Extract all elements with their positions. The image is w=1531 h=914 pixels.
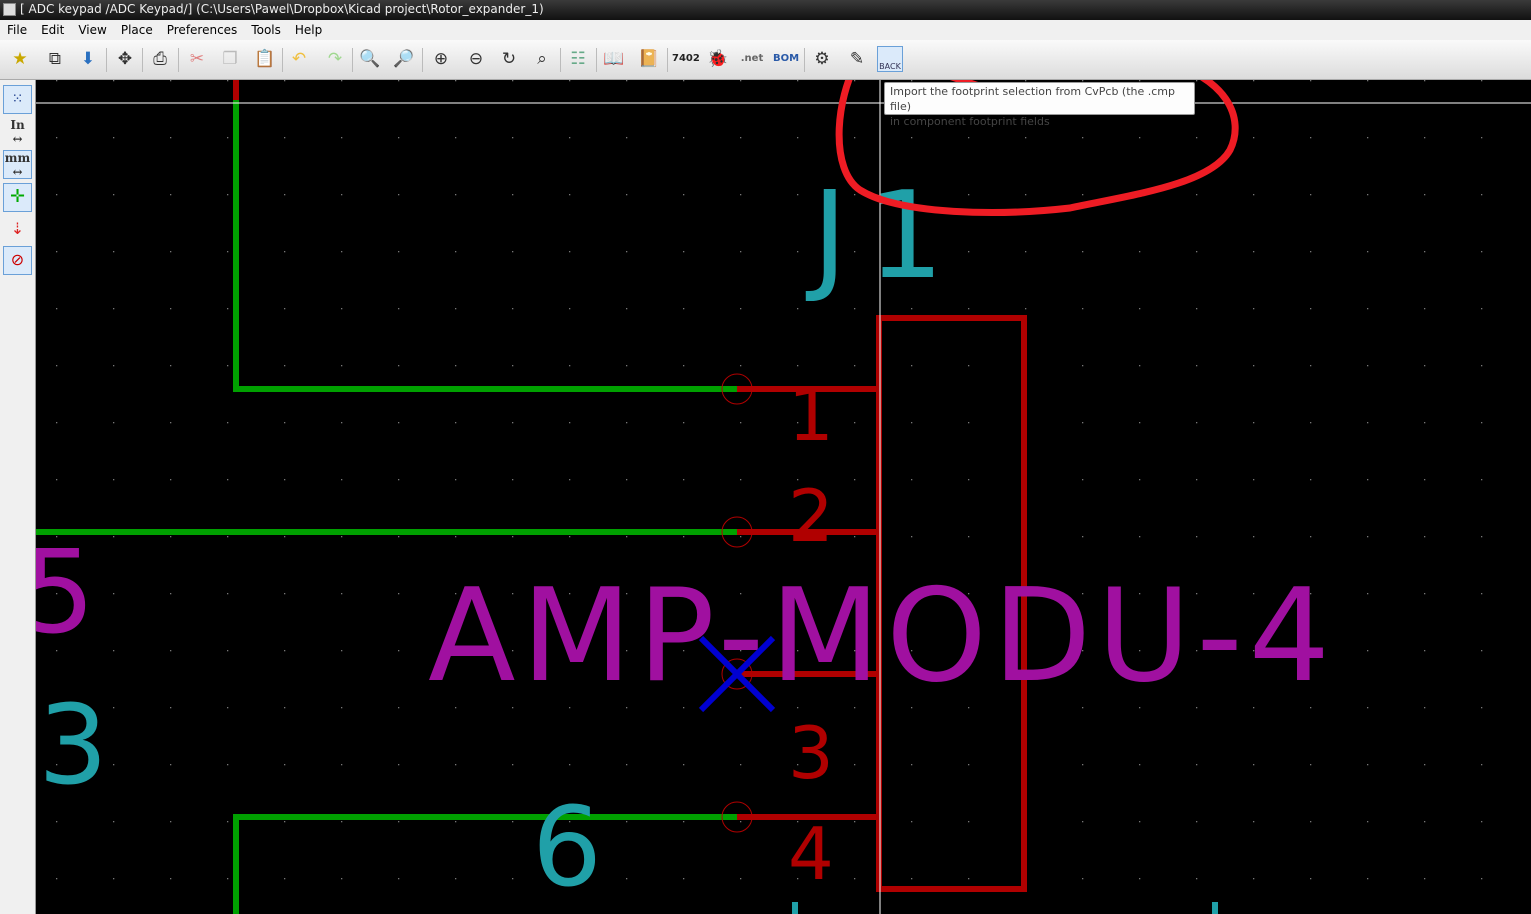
annotate-button[interactable]: 7402 <box>672 46 700 72</box>
schematic-canvas[interactable]: 1 2 3 4 J1 AMP-MODU-4 5 3 6 <box>36 80 1531 914</box>
window-title: [ ADC keypad /ADC Keypad/] (C:\Users\Paw… <box>20 2 544 16</box>
library-editor-icon[interactable]: 📖 <box>603 49 625 69</box>
no-connect-flag[interactable] <box>698 635 776 713</box>
find-icon[interactable]: 🔍 <box>359 49 381 69</box>
title-bar: [ ADC keypad /ADC Keypad/] (C:\Users\Paw… <box>0 0 1531 20</box>
pin-number: 2 <box>788 474 834 558</box>
hidden-pins-icon[interactable]: ⇣ <box>10 219 25 238</box>
cursor-shape-icon[interactable]: ✛ <box>3 183 32 212</box>
annotate-label: 7402 <box>672 53 700 64</box>
wire[interactable] <box>233 100 737 392</box>
tooltip-line: in component footprint fields <box>890 115 1050 128</box>
tooltip: Import the footprint selection from CvPc… <box>884 82 1195 128</box>
undo-icon[interactable]: ↶ <box>291 49 307 69</box>
menu-help[interactable]: Help <box>294 23 323 37</box>
open-schematic-icon[interactable]: ⧉ <box>48 49 62 69</box>
redo-icon[interactable]: ↷ <box>327 49 343 69</box>
offscreen-reference-fragment: 3 <box>38 681 108 809</box>
pins <box>737 386 878 820</box>
units-inch-button[interactable]: In↔ <box>10 118 25 146</box>
print-icon[interactable]: ⎙ <box>153 49 167 69</box>
units-mm-button[interactable]: mm↔ <box>3 150 32 179</box>
annotation-circle-arrow <box>835 80 1239 216</box>
erc-icon[interactable]: 🐞 <box>707 49 729 69</box>
bus-wire-angle-icon[interactable]: ⊘ <box>3 246 32 275</box>
redraw-icon[interactable]: ↻ <box>501 49 517 69</box>
new-schematic-icon[interactable]: ★ <box>12 49 28 69</box>
find-replace-icon[interactable]: 🔎 <box>393 49 415 69</box>
wires <box>36 100 737 914</box>
bom-label: BOM <box>773 53 800 64</box>
zoom-fit-icon[interactable]: ⌕ <box>537 49 547 69</box>
netlist-button[interactable]: .net <box>739 46 765 72</box>
app-icon <box>3 3 16 16</box>
cut-icon[interactable]: ✂ <box>189 49 205 69</box>
netlist-label: .net <box>740 53 764 64</box>
menu-view[interactable]: View <box>78 23 107 37</box>
tooltip-line: Import the footprint selection from CvPc… <box>890 85 1176 113</box>
menu-preferences[interactable]: Preferences <box>166 23 238 37</box>
component-body[interactable] <box>876 315 1027 892</box>
offscreen-value-fragment: 5 <box>36 526 95 660</box>
offscreen-bottom-fragment: 6 <box>532 783 602 911</box>
menu-tools[interactable]: Tools <box>251 23 281 37</box>
main-toolbar: ★ ⧉ ⬇ ✥ ⎙ ✂ ❐ 📋 ↶ ↷ 🔍 🔎 ⊕ ⊖ ↻ ⌕ ☷ 📖 📔 74… <box>0 40 1531 80</box>
hierarchy-navigator-icon[interactable]: ☷ <box>570 49 586 69</box>
pin-number: 3 <box>788 711 834 795</box>
pin-end-markers <box>721 373 753 833</box>
pin-number: 4 <box>788 812 834 896</box>
left-toolbar: ⁙ In↔ mm↔ ✛ ⇣ ⊘ <box>0 80 36 914</box>
menu-bar: File Edit View Place Preferences Tools Help <box>0 20 1531 40</box>
copy-icon[interactable]: ❐ <box>222 49 238 69</box>
pin-number: 1 <box>788 373 834 457</box>
zoom-out-icon[interactable]: ⊖ <box>468 49 484 69</box>
component-reference[interactable]: J1 <box>805 167 944 306</box>
page-settings-icon[interactable]: ✥ <box>117 49 133 69</box>
grid-toggle-icon[interactable]: ⁙ <box>3 85 32 114</box>
back-label: BACK <box>879 62 901 71</box>
zoom-in-icon[interactable]: ⊕ <box>433 49 449 69</box>
grid <box>36 80 1531 914</box>
bom-button[interactable]: BOM <box>773 46 799 72</box>
wire[interactable] <box>233 814 737 914</box>
component-value[interactable]: AMP-MODU-4 <box>428 562 1330 711</box>
pcbnew-icon[interactable]: ✎ <box>849 49 865 69</box>
cvpcb-icon[interactable]: ⚙ <box>814 49 830 69</box>
mm-label: mm <box>4 151 31 165</box>
inch-label: In <box>10 118 25 132</box>
menu-file[interactable]: File <box>7 23 28 37</box>
menu-edit[interactable]: Edit <box>41 23 65 37</box>
paste-icon[interactable]: 📋 <box>254 49 276 69</box>
back-import-footprint-button[interactable]: BACK <box>877 46 903 72</box>
save-icon[interactable]: ⬇ <box>80 49 96 69</box>
menu-place[interactable]: Place <box>120 23 153 37</box>
library-browser-icon[interactable]: 📔 <box>638 49 660 69</box>
